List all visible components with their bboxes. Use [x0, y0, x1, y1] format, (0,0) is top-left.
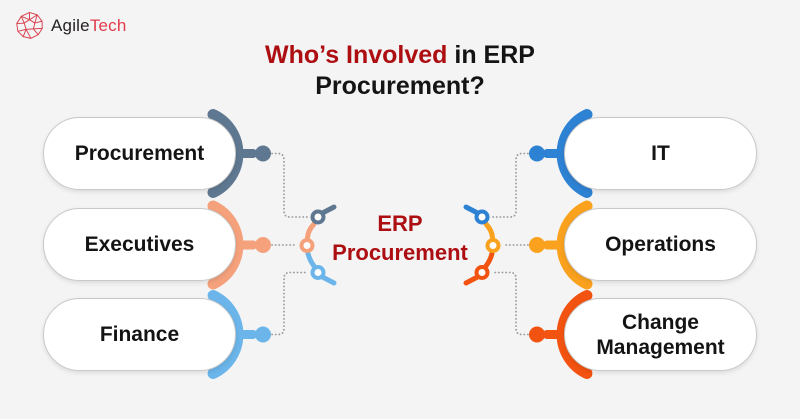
- connector-dot-finance: [255, 326, 271, 343]
- molecule-stem-bottom-right: [463, 274, 480, 286]
- pill-operations-label: Operations: [605, 233, 716, 256]
- molecule-node-right-bottom: [474, 265, 490, 280]
- brand-logo-text: AgileTech: [51, 16, 127, 36]
- pill-finance: Finance: [43, 298, 236, 371]
- title-highlight: Who’s Involved: [265, 41, 448, 69]
- molecule-segment-left-2: [305, 251, 317, 269]
- title-rest: in ERP: [447, 41, 535, 69]
- pill-change-management-label: Change Management: [596, 310, 725, 359]
- connector-dot-it: [529, 145, 545, 162]
- pill-it-label: IT: [651, 142, 670, 165]
- pill-change-management: Change Management: [564, 298, 757, 371]
- pill-finance-label: Finance: [99, 323, 180, 346]
- accent-executives: [207, 200, 258, 290]
- connector-dot-change-management: [529, 326, 545, 343]
- molecule-node-left-top: [310, 209, 326, 225]
- accent-it: [542, 109, 593, 198]
- pill-it: IT: [564, 117, 757, 190]
- molecule-segment-right-2: [483, 251, 495, 269]
- center-label: ERP Procurement: [290, 209, 510, 267]
- pill-procurement: Procurement: [43, 117, 236, 190]
- molecule-node-right-middle: [485, 238, 501, 253]
- molecule-node-left-middle: [299, 238, 315, 253]
- dotted-link-procurement: [271, 152, 309, 218]
- molecule-segment-left-1: [305, 221, 317, 240]
- pill-procurement-label: Procurement: [74, 142, 205, 165]
- dotted-link-it: [491, 152, 529, 218]
- molecule-stem-bottom-left: [320, 274, 337, 286]
- connector-dot-executives: [255, 237, 271, 253]
- molecule-node-left-bottom: [310, 265, 326, 280]
- dotted-link-finance: [271, 271, 309, 336]
- dotted-link-change-management: [491, 271, 529, 336]
- molecule-segment-right-1: [483, 221, 495, 240]
- accent-finance: [207, 290, 258, 379]
- brand-name-first: Agile: [51, 15, 90, 35]
- brand-name-second: Tech: [89, 15, 127, 35]
- pill-operations: Operations: [564, 208, 757, 281]
- accent-change-management: [542, 290, 593, 379]
- accent-procurement: [207, 109, 258, 198]
- brand-logo: AgileTech: [15, 11, 127, 40]
- accent-operations: [542, 200, 593, 290]
- molecule-node-right-top: [474, 209, 490, 225]
- molecule-stem-top-right: [463, 204, 480, 216]
- molecule-stem-top-left: [320, 204, 337, 216]
- molecule-chain-left: [299, 204, 337, 286]
- page-title: Who’s Involved in ERP Procurement?: [0, 40, 800, 102]
- pill-executives: Executives: [43, 208, 236, 281]
- polyhedron-wireframe-icon: [16, 11, 43, 39]
- center-label-line-2: Procurement: [332, 240, 468, 265]
- connector-dot-procurement: [255, 145, 271, 162]
- title-line-2: Procurement?: [315, 72, 485, 100]
- center-label-line-1: ERP: [377, 211, 423, 236]
- dotted-links: [271, 152, 529, 336]
- pill-executives-label: Executives: [84, 233, 195, 256]
- title-line-1: Who’s Involved in ERP: [0, 40, 800, 71]
- connector-dot-operations: [529, 237, 545, 253]
- molecule-chain-right: [463, 204, 501, 286]
